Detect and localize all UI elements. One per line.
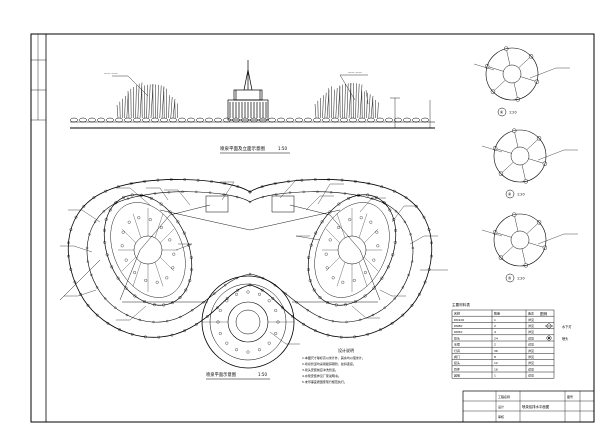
table-cell: 1	[494, 318, 496, 322]
notes-title: 设计说明	[338, 347, 354, 353]
central-fountain-tower	[227, 60, 269, 121]
legend: 图例 水下灯 喷头	[540, 311, 572, 341]
table-cell: 灯具	[454, 348, 460, 353]
plan-nozzle-ring	[67, 178, 433, 354]
detail-2: ② 1:20	[481, 128, 578, 199]
title-block-designer: 设计	[498, 404, 504, 409]
table-cell: 详见	[528, 360, 534, 365]
table-cell: 4	[494, 330, 496, 334]
plan-leader-lines	[60, 179, 448, 345]
table-cell: 详见	[528, 342, 534, 347]
right-basin	[307, 194, 397, 306]
table-cell: 详见	[528, 317, 534, 322]
table-cell: 详见	[528, 323, 534, 328]
plan-scale: 1:50	[258, 372, 267, 377]
elevation-caption: 喷泉平面及立面示意图 1:50	[220, 145, 290, 154]
note-line: 2.喷泉管道均采用镀锌钢管，丝扣连接。	[302, 361, 356, 366]
detail-drawings: ① 1:20 ② 1:20 ③ 1:20	[473, 46, 578, 283]
table-cell: 接头	[454, 360, 460, 365]
table-cell: 详见	[528, 329, 534, 334]
table-cell: 其他	[454, 373, 460, 378]
elevation-title: 喷泉平面及立面示意图	[220, 145, 265, 152]
table-cell: 管件	[454, 366, 460, 371]
table-header-cell: 数量	[494, 311, 500, 316]
table-cell: 16	[494, 367, 498, 371]
fountain-plan	[59, 178, 448, 369]
table-cell: 详见	[528, 354, 534, 359]
detail-scale: 1:20	[517, 192, 525, 196]
elevation-scale: 1:50	[278, 146, 287, 151]
plan-title: 喷泉平面示意图	[206, 371, 236, 378]
binding-strip-cells	[31, 34, 46, 121]
plan-pipes	[59, 204, 381, 303]
table-cell: 详见	[528, 348, 534, 353]
table-cell: 水泵	[454, 342, 460, 347]
design-notes: 设计说明 1.本图尺寸除标高以米计外，其余均以毫米计。 2.喷泉管道均采用镀锌钢…	[302, 347, 365, 384]
plan-inner-outline	[86, 191, 414, 323]
table-cell: 2	[494, 324, 496, 328]
note-line: 3.喷头安装前应冲洗管道。	[302, 367, 338, 372]
elevation-callouts	[112, 74, 431, 128]
table-cell: 24	[494, 336, 498, 340]
fountain-elevation: —— —— —— ——	[70, 60, 435, 129]
table-cell: 36	[494, 349, 498, 353]
table-cell: 2	[494, 343, 496, 347]
detail-number: ③	[508, 275, 512, 280]
note-line: 5.未尽事宜按国家现行规范执行。	[302, 379, 347, 384]
detail-1: ① 1:20	[473, 46, 570, 117]
table-cell: DN80	[454, 324, 462, 328]
detail-scale: 1:20	[517, 276, 525, 280]
nozzle-symbol	[546, 335, 552, 341]
title-block: 工程名称 设计 审核 喷泉给排水平面图 图号	[462, 390, 595, 423]
note-line: 1.本图尺寸除标高以米计外，其余均以毫米计。	[302, 355, 365, 360]
plan-caption: 喷泉平面示意图 1:50	[206, 371, 270, 380]
detail-scale: 1:20	[509, 110, 517, 114]
title-block-reviewer: 审核	[498, 414, 504, 419]
table-cell: DN100	[454, 318, 464, 322]
note-line: 4.水泵安装参见厂家说明书。	[302, 373, 341, 378]
legend-item: 水下灯	[562, 324, 572, 329]
table-cell: 详见	[528, 335, 534, 340]
table-header-cell: 名称	[454, 311, 460, 316]
svg-text:—— ——: —— ——	[104, 71, 119, 75]
right-fountain-jets	[314, 82, 379, 119]
table-cell: 12	[494, 361, 498, 365]
drawing-name: 喷泉给排水平面图	[522, 404, 550, 409]
legend-title: 图例	[540, 311, 548, 316]
left-fountain-jets	[116, 82, 178, 119]
detail-number: ②	[508, 191, 512, 196]
detail-3: ③ 1:20	[481, 212, 578, 283]
detail-number: ①	[500, 109, 504, 114]
table-cell: DN50	[454, 330, 462, 334]
sheet-border	[30, 33, 595, 423]
table-cell: 详见	[528, 366, 534, 371]
table-cell: 1	[494, 374, 496, 378]
table-cell: 阀门	[454, 354, 460, 359]
table-cell: 喷头	[454, 335, 460, 340]
table-cell: 详见	[528, 373, 534, 378]
sheet-label: 图号	[567, 394, 573, 399]
elevation-stones	[70, 117, 429, 123]
elevation-callout-text: —— —— —— ——	[104, 70, 363, 75]
table-header-cell: 备注	[528, 311, 534, 316]
legend-item: 喷头	[562, 336, 569, 341]
left-basin	[103, 194, 193, 306]
title-block-project: 工程名称	[498, 394, 510, 399]
table-cell: 8	[494, 355, 496, 359]
plan-radial-lines	[118, 208, 382, 292]
table-title: 主要材料表	[452, 302, 470, 307]
svg-text:—— ——: —— ——	[348, 70, 363, 74]
